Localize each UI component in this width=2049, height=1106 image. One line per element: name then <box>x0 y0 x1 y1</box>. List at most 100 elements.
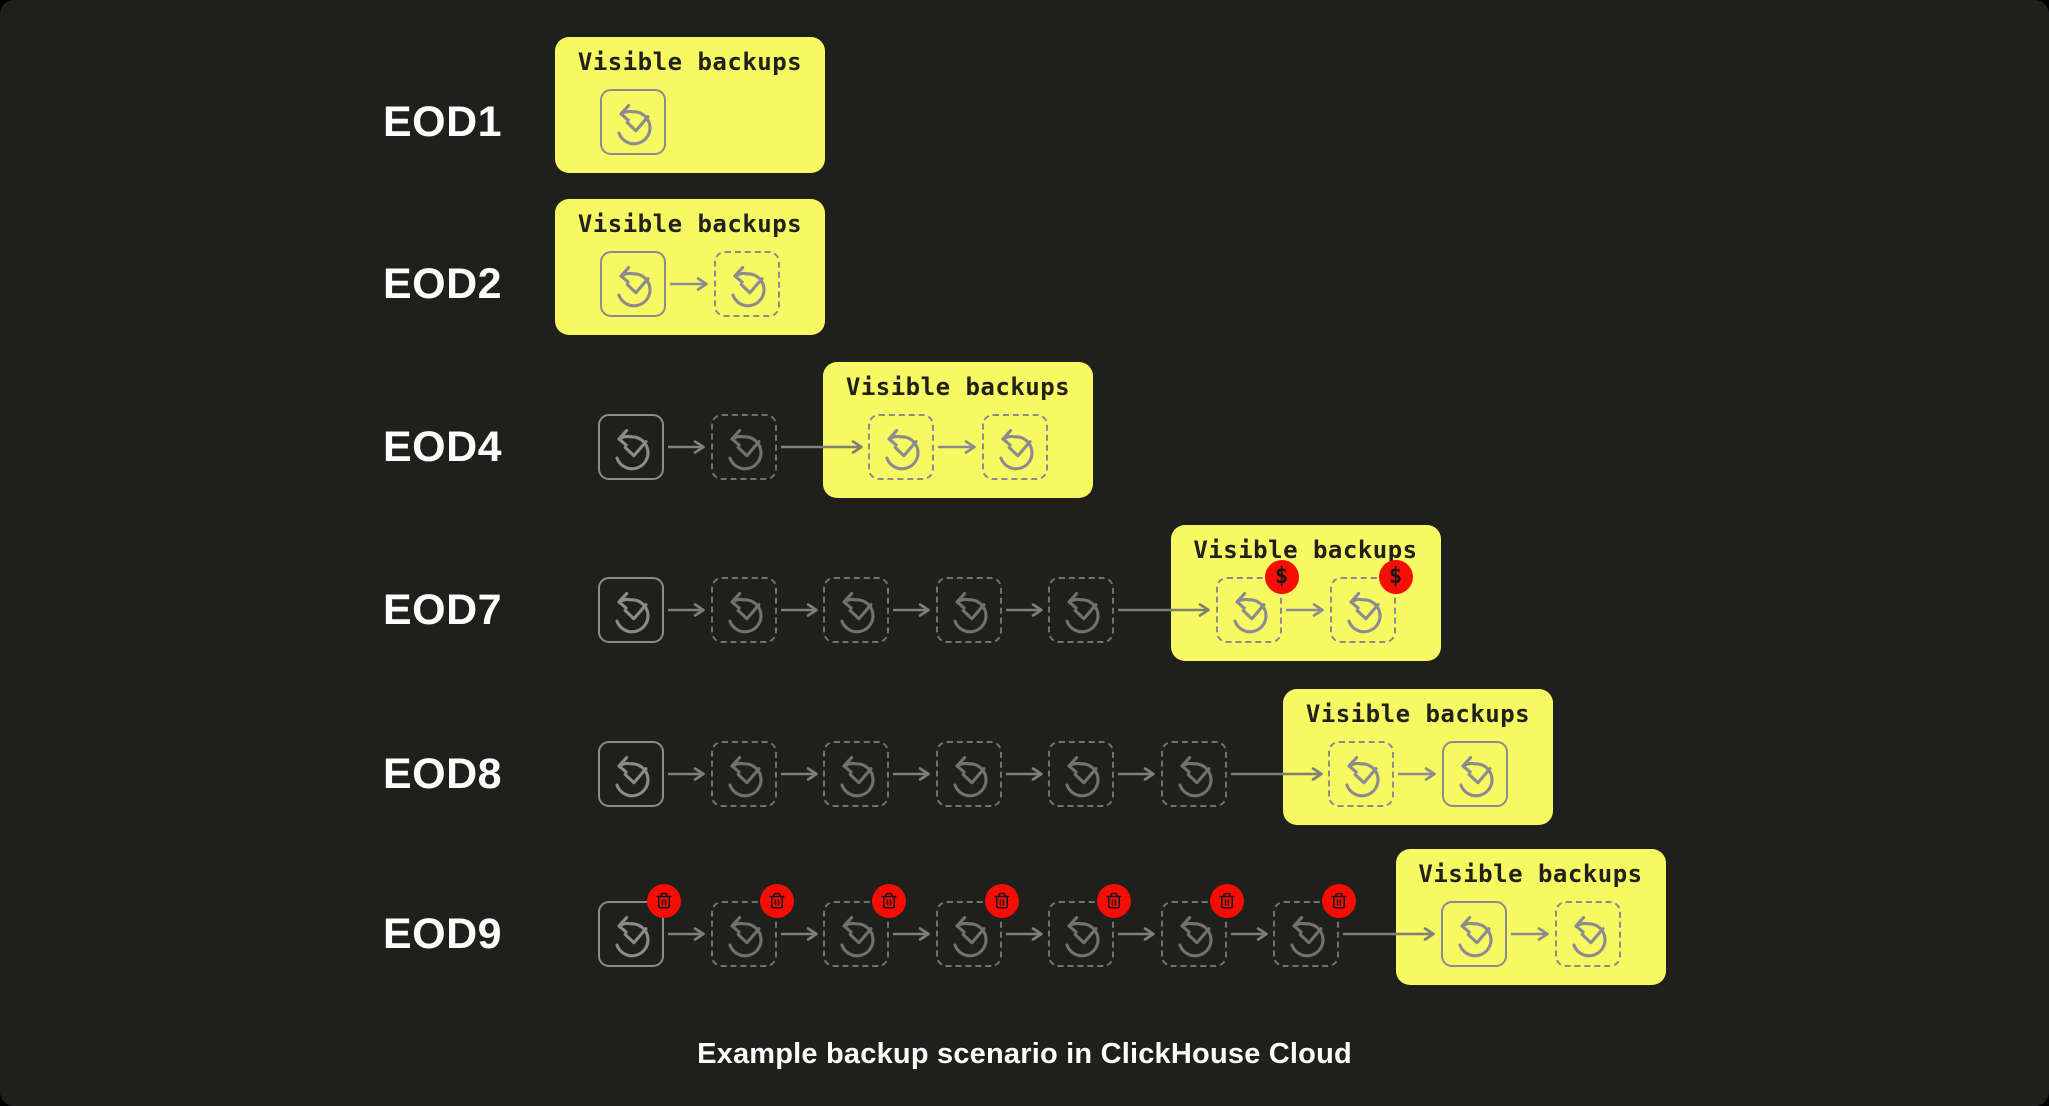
backup-icon-dashed-visible <box>982 414 1048 480</box>
row-label-eod2: EOD2 <box>383 260 503 308</box>
restore-check-icon <box>1457 915 1493 958</box>
arrow-connector <box>666 765 706 783</box>
restore-check-icon <box>727 755 763 798</box>
restore-check-icon <box>1177 755 1213 798</box>
backup-icon-dashed-visible <box>1215 577 1282 643</box>
restore-check-icon <box>615 755 650 798</box>
backup-icon-dashed-expired <box>1048 741 1114 807</box>
dollar-badge: $ <box>1264 560 1299 594</box>
arrow-connector <box>666 601 706 619</box>
visible-backups-title: Visible backups <box>845 373 1071 401</box>
trash-icon <box>994 892 1009 909</box>
trash-icon <box>881 892 897 909</box>
restore-check-icon <box>1290 915 1325 958</box>
arrow-connector <box>1116 601 1211 619</box>
restore-check-icon <box>840 755 875 798</box>
restore-check-icon <box>952 915 988 958</box>
arrow-connector <box>1004 765 1044 783</box>
restore-check-icon <box>615 915 650 958</box>
restore-check-icon <box>1459 755 1494 798</box>
row-label-eod1: EOD1 <box>383 98 503 146</box>
visible-backups-box: Visible backups <box>1283 689 1553 825</box>
backup-icon-dashed-expired <box>1160 741 1227 807</box>
restore-check-icon <box>727 428 763 471</box>
restore-check-icon <box>1065 591 1100 634</box>
row-label-eod4: EOD4 <box>383 423 503 471</box>
backup-icon-dashed-expired <box>823 577 889 643</box>
visible-backups-title: Visible backups <box>577 210 803 238</box>
restore-check-icon <box>1065 755 1100 798</box>
backup-icon-dashed-expired <box>710 577 777 643</box>
dollar-badge: $ <box>1378 560 1413 594</box>
restore-check-icon <box>952 591 988 634</box>
restore-check-icon <box>1232 591 1268 634</box>
backup-icon-dashed-expired <box>935 741 1002 807</box>
trash-icon <box>1219 892 1234 909</box>
backup-icon-dashed-visible <box>1329 577 1396 643</box>
trash-badge <box>984 884 1019 918</box>
backup-icon-dashed-expired <box>1048 577 1114 643</box>
dollar-glyph: $ <box>1388 564 1403 589</box>
backup-icon-solid-expired <box>598 577 664 643</box>
arrow-connector <box>666 925 706 943</box>
arrow-connector <box>936 438 977 456</box>
restore-check-icon <box>1345 755 1380 798</box>
backup-icon-dashed-visible <box>714 251 780 317</box>
backup-icon-solid-expired <box>598 414 664 480</box>
restore-check-icon <box>885 428 920 471</box>
restore-check-icon <box>1177 915 1213 958</box>
diagram-caption: Example backup scenario in ClickHouse Cl… <box>697 1038 1352 1070</box>
dollar-glyph: $ <box>1274 564 1289 589</box>
restore-check-icon <box>952 755 988 798</box>
backup-icon-solid-expired <box>598 741 664 807</box>
visible-backups-title: Visible backups <box>577 48 803 76</box>
restore-check-icon <box>615 591 650 634</box>
backup-icon-dashed-expired <box>935 577 1002 643</box>
arrow-connector <box>779 925 819 943</box>
arrow-connector <box>779 438 864 456</box>
restore-check-icon <box>731 265 766 308</box>
restore-check-icon <box>1346 591 1382 634</box>
arrow-connector <box>891 601 931 619</box>
trash-badge <box>1322 884 1356 918</box>
restore-check-icon <box>1571 915 1607 958</box>
restore-check-icon <box>617 103 652 146</box>
backup-icon-solid-visible <box>600 251 666 317</box>
backup-icon-dashed-expired <box>1273 901 1339 967</box>
backup-icon-solid-visible <box>1440 901 1507 967</box>
trash-badge <box>1209 884 1244 918</box>
backup-icon-dashed-visible <box>868 414 934 480</box>
row-label-eod7: EOD7 <box>383 586 503 634</box>
arrow-connector <box>1004 601 1044 619</box>
visible-backups-title: Visible backups <box>1418 860 1643 888</box>
arrow-connector <box>779 765 819 783</box>
restore-check-icon <box>1065 915 1100 958</box>
trash-badge <box>872 884 906 918</box>
visible-backups-title: Visible backups <box>1305 700 1531 728</box>
arrow-connector <box>1341 925 1436 943</box>
trash-icon <box>1106 892 1122 909</box>
backup-icon-dashed-visible <box>1554 901 1621 967</box>
backup-icon-dashed-expired <box>1048 901 1114 967</box>
arrow-connector <box>668 275 709 293</box>
arrow-connector <box>1229 925 1269 943</box>
trash-icon <box>769 892 784 909</box>
arrow-connector <box>1396 765 1437 783</box>
arrow-connector <box>891 765 931 783</box>
restore-check-icon <box>999 428 1034 471</box>
restore-check-icon <box>840 591 875 634</box>
arrow-connector <box>1229 765 1324 783</box>
backup-icon-dashed-expired <box>710 901 777 967</box>
backup-icon-dashed-expired <box>1160 901 1227 967</box>
backup-icon-solid-expired <box>598 901 664 967</box>
restore-check-icon <box>727 915 763 958</box>
arrow-connector <box>891 925 931 943</box>
trash-icon <box>1331 892 1347 909</box>
arrow-connector <box>1116 765 1156 783</box>
trash-icon <box>656 892 672 909</box>
arrow-connector <box>1509 925 1550 943</box>
backup-icon-solid-visible <box>600 89 666 155</box>
visible-backups-title: Visible backups <box>1193 536 1418 564</box>
backup-icon-dashed-expired <box>710 414 777 480</box>
backup-icon-dashed-expired <box>823 741 889 807</box>
